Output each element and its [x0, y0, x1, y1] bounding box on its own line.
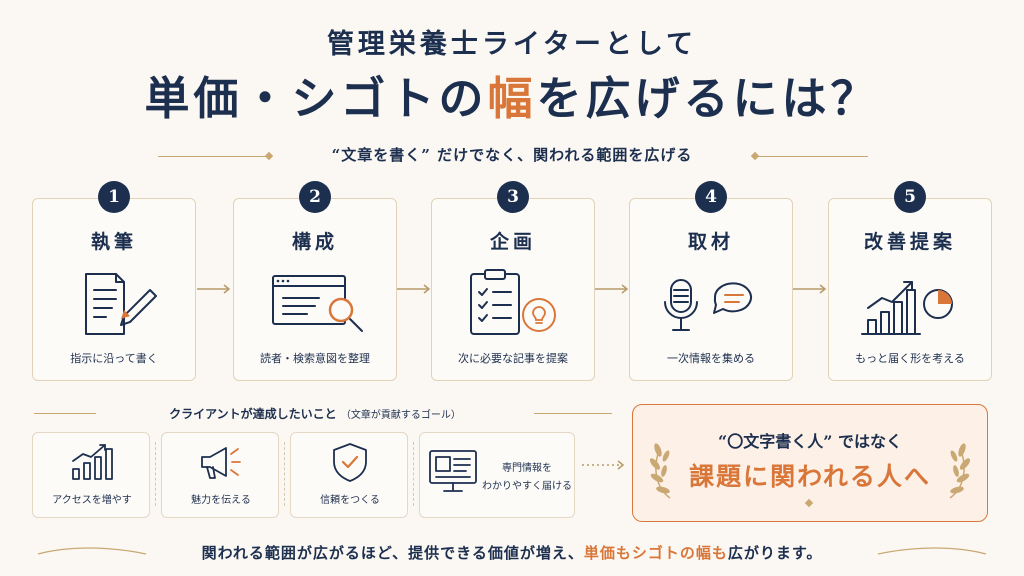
subtitle-rule-left — [158, 156, 270, 157]
goal-card-3: 信頼をつくる — [290, 432, 408, 518]
browser-search-icon — [272, 275, 363, 332]
footer-text: 関われる範囲が広がるほど、提供できる価値が増え、単価もシゴトの幅も広がります。 — [0, 542, 1024, 563]
step-card-2 — [233, 198, 397, 381]
step-desc-3: 次に必要な記事を提案 — [458, 352, 568, 365]
document-pen-icon — [85, 273, 157, 335]
step-number-4: 4 — [695, 181, 727, 213]
step-title-5: 改善提案 — [863, 231, 956, 253]
clipboard-bulb-icon — [470, 269, 556, 335]
goal-divider — [155, 442, 156, 506]
laurel-left-icon — [649, 443, 671, 499]
goal-divider — [284, 442, 285, 506]
laurel-right-icon — [949, 443, 971, 499]
title-line2-b: を広げるには？ — [536, 72, 880, 125]
step-title-2: 構成 — [291, 231, 338, 253]
goal-card-1: アクセスを増やす — [32, 432, 150, 518]
step-number-1: 1 — [98, 181, 130, 213]
footer-highlight: 単価もシゴトの幅も — [583, 544, 728, 562]
arrow-right-icon — [197, 284, 231, 294]
subtitle: “文章を書く” だけでなく、関われる範囲を広げる — [331, 146, 693, 164]
arrow-right-icon — [793, 284, 827, 294]
goal-heading: クライアントが達成したいこと （文章が貢献するゴール） — [60, 405, 570, 422]
step-desc-2: 読者・検索意図を整理 — [260, 352, 370, 365]
step-number-5: 5 — [894, 181, 926, 213]
monitor-icon — [429, 450, 477, 492]
step-number-2: 2 — [299, 181, 331, 213]
title-line1: 管理栄養士ライターとして — [326, 29, 698, 60]
step-title-1: 執筆 — [90, 231, 137, 253]
footer-text-a: 関われる範囲が広がるほど、提供できる価値が増え、 — [201, 544, 584, 562]
goal-heading-text: クライアントが達成したいこと — [169, 407, 337, 421]
chart-growth-icon — [861, 281, 953, 335]
arrow-right-icon — [397, 284, 431, 294]
step-card-3 — [431, 198, 595, 381]
goal-rule-right — [534, 413, 612, 414]
footer-flourish-right — [877, 547, 987, 555]
goal-label-2: 魅力を伝える — [191, 495, 251, 506]
step-title-3: 企画 — [489, 231, 536, 253]
cta-line1: “〇文字書く人” ではなく — [718, 432, 902, 451]
arrow-right-icon — [595, 284, 629, 294]
megaphone-icon — [201, 447, 241, 479]
goal-heading-note: （文章が貢献するゴール） — [340, 410, 461, 421]
cta-line2: 課題に関われる人へ — [689, 462, 931, 491]
goal-label-1: アクセスを増やす — [52, 495, 132, 506]
goal-divider — [413, 442, 414, 506]
goal-card-4: 専門情報を わかりやすく届ける — [419, 432, 575, 518]
step-number-3: 3 — [497, 181, 529, 213]
step-title-4: 取材 — [687, 231, 734, 253]
title-highlight: 幅 — [487, 72, 537, 125]
goal-card-2: 魅力を伝える — [161, 432, 279, 518]
microphone-chat-icon — [664, 279, 752, 331]
title-line2-a: 単価・シゴトの — [144, 72, 488, 125]
step-card-4 — [629, 198, 793, 381]
goal-label-3: 信頼をつくる — [320, 495, 380, 506]
goal-rule-left — [34, 413, 96, 414]
dotted-arrow-icon — [582, 460, 625, 470]
title-line2: 単価・シゴトの幅を広げるには？ — [0, 62, 1024, 127]
goal-label-4b: わかりやすく届ける — [482, 481, 572, 492]
subtitle-rule-right — [756, 156, 868, 157]
shield-check-icon — [333, 443, 367, 482]
footer-flourish-left — [37, 547, 147, 555]
bar-chart-icon — [72, 444, 113, 480]
step-desc-5: もっと届く形を考える — [855, 352, 965, 365]
step-desc-1: 指示に沿って書く — [70, 352, 158, 365]
footer-text-b: 広がります。 — [727, 544, 823, 562]
goal-label-4a: 専門情報を — [502, 463, 552, 474]
step-desc-4: 一次情報を集める — [667, 352, 755, 365]
